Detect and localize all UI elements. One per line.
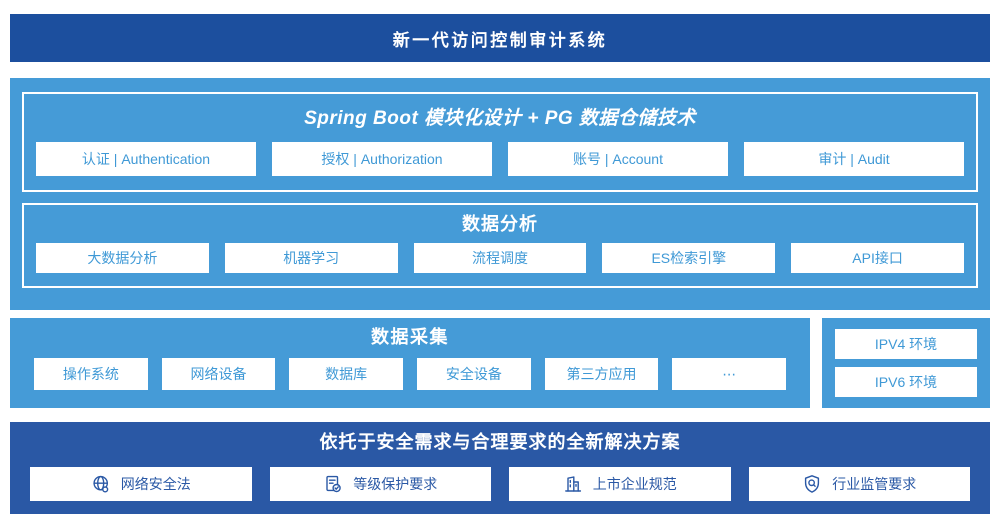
- solution-box-label: 网络安全法: [120, 476, 191, 492]
- solution-box-label: 上市企业规范: [592, 476, 677, 492]
- solution-section: 依托于安全需求与合理要求的全新解决方案 网络安全法: [10, 422, 990, 514]
- analysis-panel-title: 数据分析: [462, 214, 538, 234]
- globe-icon: [91, 474, 111, 494]
- building-icon: [563, 474, 583, 494]
- collection-row: 数据采集 操作系统 网络设备 数据库 安全设备 第三方应用 ⋯ IPV4 环境 …: [10, 318, 990, 408]
- analysis-box-workflow: 流程调度: [413, 243, 587, 273]
- page-title: 新一代访问控制审计系统: [392, 30, 608, 50]
- analysis-panel: 数据分析 大数据分析 机器学习 流程调度 ES检索引擎 API接口: [22, 203, 978, 288]
- module-box-authentication: 认证 | Authentication: [36, 142, 256, 176]
- collection-box-database: 数据库: [289, 358, 404, 390]
- page-title-banner: 新一代访问控制审计系统: [10, 14, 990, 62]
- collection-box-thirdparty: 第三方应用: [544, 358, 659, 390]
- collection-box-network-device: 网络设备: [161, 358, 276, 390]
- env-box-ipv6: IPV6 环境: [835, 367, 977, 397]
- analysis-row: 大数据分析 机器学习 流程调度 ES检索引擎 API接口: [36, 243, 964, 273]
- solution-box-industry-regulation: 行业监管要求: [748, 467, 970, 501]
- collection-section: 数据采集 操作系统 网络设备 数据库 安全设备 第三方应用 ⋯: [10, 318, 810, 408]
- module-box-authorization: 授权 | Authorization: [272, 142, 492, 176]
- platform-section: Spring Boot 模块化设计 + PG 数据仓储技术 认证 | Authe…: [10, 78, 990, 310]
- solution-box-label: 等级保护要求: [353, 476, 438, 492]
- shield-magnifier-icon: [802, 474, 822, 494]
- analysis-box-ml: 机器学习: [224, 243, 398, 273]
- collection-box-os: 操作系统: [34, 358, 148, 390]
- document-check-icon: [323, 474, 343, 494]
- network-env-section: IPV4 环境 IPV6 环境: [822, 318, 990, 408]
- solution-box-cybersecurity-law: 网络安全法: [30, 467, 252, 501]
- env-box-ipv4: IPV4 环境: [835, 329, 977, 359]
- solution-box-protection-grade: 等级保护要求: [269, 467, 491, 501]
- modules-row: 认证 | Authentication 授权 | Authorization 账…: [36, 142, 964, 176]
- modules-panel: Spring Boot 模块化设计 + PG 数据仓储技术 认证 | Authe…: [22, 92, 978, 192]
- collection-box-security-device: 安全设备: [417, 358, 531, 390]
- solution-boxes-row: 网络安全法 等级保护要求: [30, 467, 970, 501]
- analysis-box-bigdata: 大数据分析: [36, 243, 209, 273]
- collection-box-more: ⋯: [672, 358, 787, 390]
- modules-panel-title: Spring Boot 模块化设计 + PG 数据仓储技术: [304, 108, 696, 129]
- collection-boxes-row: 操作系统 网络设备 数据库 安全设备 第三方应用 ⋯: [34, 358, 787, 390]
- collection-title: 数据采集: [371, 327, 449, 347]
- solution-box-label: 行业监管要求: [832, 476, 917, 492]
- solution-box-listed-company: 上市企业规范: [509, 467, 731, 501]
- module-box-audit: 审计 | Audit: [744, 142, 964, 176]
- analysis-box-api: API接口: [791, 243, 964, 273]
- analysis-box-es: ES检索引擎: [602, 243, 776, 273]
- module-box-account: 账号 | Account: [508, 142, 728, 176]
- solution-title: 依托于安全需求与合理要求的全新解决方案: [319, 432, 681, 452]
